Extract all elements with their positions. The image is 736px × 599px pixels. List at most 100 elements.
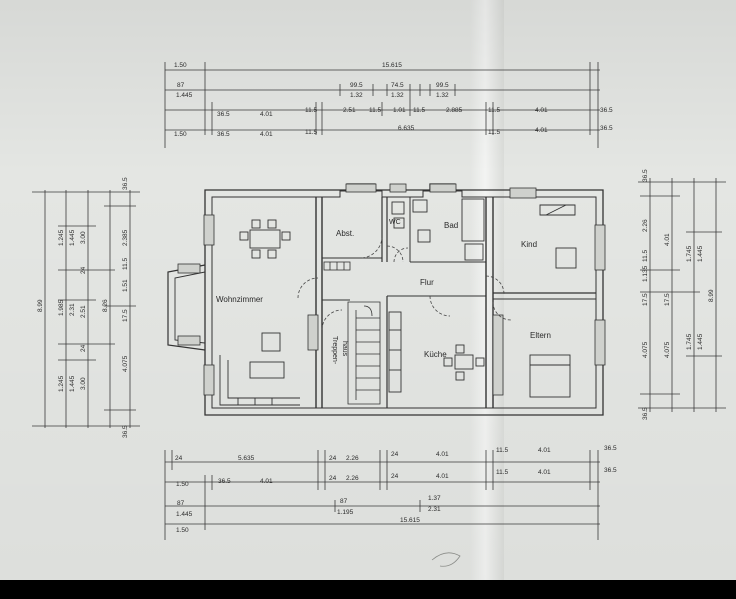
bottom-black-bar xyxy=(0,580,736,599)
left-dim-3-1: 24 xyxy=(80,266,87,274)
right-dim-3-2: 1.745 xyxy=(686,333,693,350)
bottom-dim-2-4: 2.26 xyxy=(346,475,359,482)
left-dim-3-2: 2.51 xyxy=(80,305,87,318)
right-dim-1-4: 17.5 xyxy=(642,293,649,306)
room-label-kueche: Küche xyxy=(424,350,447,359)
bottom-dim-1-6: 11.5 xyxy=(496,447,509,454)
left-dim-2-0: 1.245 xyxy=(58,229,65,246)
top-dim-3-5: 1.01 xyxy=(393,107,406,114)
bottom-dim-4-0: 1.50 xyxy=(176,527,189,534)
bottom-dim-2-6: 4.01 xyxy=(436,473,449,480)
top-dim-2-0: 87 xyxy=(177,82,185,89)
bottom-dim-3-3: 1.195 xyxy=(337,509,354,516)
room-label-eltern: Eltern xyxy=(530,331,551,340)
left-dim-3-4: 3.00 xyxy=(80,377,87,390)
top-dim-3-9: 4.01 xyxy=(535,107,548,114)
top-dim-2-3: 1.32 xyxy=(350,92,363,99)
bottom-dim-2-1: 36.5 xyxy=(218,478,231,485)
left-dim-4-1: 2.385 xyxy=(122,229,129,246)
bottom-dim-2-8: 4.01 xyxy=(538,469,551,476)
left-dim-2-2: 1.985 xyxy=(58,299,65,316)
dining-set xyxy=(239,219,291,259)
sofa-set xyxy=(219,332,300,406)
room-label-wohnzimmer: Wohnzimmer xyxy=(216,295,263,304)
bottom-dim-2-7: 11.5 xyxy=(496,469,509,476)
top-dim-4-0: 1.50 xyxy=(174,131,187,138)
bathroom-fixtures xyxy=(391,198,485,261)
left-dimension-labels: 8.99 1.245 1.445 1.985 2.31 1.245 1.445 … xyxy=(37,177,129,438)
blueprint-paper: 1.50 15.615 87 1.445 99.5 1.32 74.5 1.32… xyxy=(0,0,736,580)
windows xyxy=(177,183,606,396)
top-dim-3-8: 11.5 xyxy=(488,107,501,114)
top-dim-3-1: 4.01 xyxy=(260,111,273,118)
right-dim-3-3: 1.445 xyxy=(697,333,704,350)
right-dim-2-0: 4.01 xyxy=(664,233,671,246)
left-dim-4-0: 36.5 xyxy=(122,177,129,190)
kitchen-fixtures xyxy=(388,311,485,393)
top-dim-1-1: 15.615 xyxy=(382,62,402,69)
left-dim-4-2: 11.5 xyxy=(122,257,129,270)
right-dim-3-0: 1.745 xyxy=(686,245,693,262)
left-dim-2-1: 1.445 xyxy=(69,229,76,246)
top-dim-2-2: 99.5 xyxy=(350,82,363,89)
right-dim-1-5: 4.075 xyxy=(642,341,649,358)
right-dim-1-1: 2.26 xyxy=(642,219,649,232)
bottom-dim-2-2: 4.01 xyxy=(260,478,273,485)
bottom-dimension-labels: 24 5.635 24 2.26 24 4.01 11.5 4.01 36.5 … xyxy=(175,445,617,534)
pencil-mark xyxy=(431,552,461,567)
flur-cabinet xyxy=(323,261,351,271)
room-label-flur: Flur xyxy=(420,278,434,287)
floor-plan-drawing: 1.50 15.615 87 1.445 99.5 1.32 74.5 1.32… xyxy=(32,62,726,567)
bottom-dimension-lines xyxy=(164,450,600,540)
top-dim-4-6: 4.01 xyxy=(535,127,548,134)
room-label-treppen: Treppen- xyxy=(331,336,338,365)
bottom-dim-2-0: 1.50 xyxy=(176,481,189,488)
top-dim-4-3: 11.5 xyxy=(305,129,318,136)
right-dim-1-2: 11.5 xyxy=(642,249,649,262)
top-dim-3-6: 11.5 xyxy=(413,107,426,114)
left-dim-3-3: 24 xyxy=(80,344,87,352)
left-dim-4-6: 4.075 xyxy=(122,355,129,372)
bottom-dim-3-5: 2.31 xyxy=(428,506,441,513)
top-dimension-lines xyxy=(164,62,600,148)
bottom-dim-1-4: 24 xyxy=(391,451,399,458)
top-dim-1-0: 1.50 xyxy=(174,62,187,69)
left-dim-4-3: 8.26 xyxy=(102,299,109,312)
top-dim-2-7: 1.32 xyxy=(436,92,449,99)
top-dim-3-4: 11.5 xyxy=(369,107,382,114)
left-dim-4-5: 17.5 xyxy=(122,309,129,322)
right-dim-4-0: 8.99 xyxy=(708,289,715,302)
bottom-dim-3-2: 87 xyxy=(340,498,348,505)
top-dim-3-7: 2.885 xyxy=(446,107,463,114)
left-dim-2-3: 2.31 xyxy=(69,303,76,316)
bottom-dim-2-5: 24 xyxy=(391,473,399,480)
bottom-dim-1-2: 24 xyxy=(329,455,337,462)
right-dim-3-1: 1.445 xyxy=(697,245,704,262)
bottom-dim-3-4: 1.37 xyxy=(428,495,441,502)
room-labels: Wohnzimmer Abst. WC Bad Kind Flur Treppe… xyxy=(216,219,551,365)
left-dim-1-0: 8.99 xyxy=(37,299,44,312)
left-dim-4-7: 36.5 xyxy=(122,425,129,438)
right-dim-1-3: 1.135 xyxy=(642,265,649,282)
top-dim-4-5: 11.5 xyxy=(488,129,501,136)
top-dimension-labels: 1.50 15.615 87 1.445 99.5 1.32 74.5 1.32… xyxy=(174,62,613,138)
left-dimension-lines xyxy=(32,190,140,428)
right-dimension-labels: 36.5 2.26 11.5 1.135 17.5 4.075 36.5 4.0… xyxy=(642,169,715,420)
bottom-dim-1-1: 5.635 xyxy=(238,455,255,462)
room-label-bad: Bad xyxy=(444,221,458,230)
top-dim-4-4: 6.635 xyxy=(398,125,415,132)
bottom-dim-1-3: 2.26 xyxy=(346,455,359,462)
top-dim-3-0: 36.5 xyxy=(217,111,230,118)
bottom-dim-2-9: 36.5 xyxy=(604,467,617,474)
room-label-haus: haus xyxy=(341,341,348,357)
bottom-dim-1-0: 24 xyxy=(175,455,183,462)
right-dim-1-6: 36.5 xyxy=(642,407,649,420)
right-dim-2-2: 4.075 xyxy=(664,341,671,358)
top-dim-4-2: 4.01 xyxy=(260,131,273,138)
top-dim-3-2: 11.5 xyxy=(305,107,318,114)
room-label-kind: Kind xyxy=(521,240,537,249)
bottom-dim-3-0: 87 xyxy=(177,500,185,507)
bedroom-furniture xyxy=(529,204,577,398)
right-dim-1-0: 36.5 xyxy=(642,169,649,182)
top-dim-3-3: 2.51 xyxy=(343,107,356,114)
